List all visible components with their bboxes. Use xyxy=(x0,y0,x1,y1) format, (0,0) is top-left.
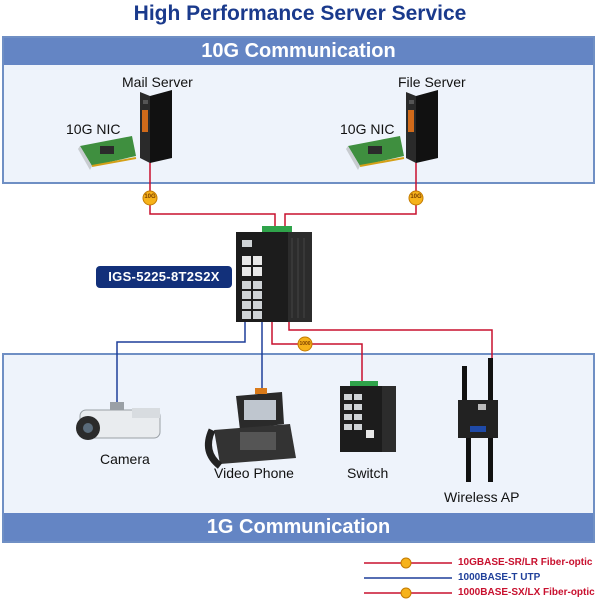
fiber-links xyxy=(149,158,493,385)
legend-lines xyxy=(364,557,452,599)
legend-1000base-t-text: 1000BASE-T UTP xyxy=(458,572,541,583)
utp-links xyxy=(116,322,263,405)
camera-label: Camera xyxy=(100,451,150,467)
badge-10g-mail xyxy=(142,190,158,206)
badge-1g-switch xyxy=(297,336,313,352)
file-nic-icon xyxy=(346,136,405,170)
mail-server-icon xyxy=(140,90,172,163)
edge-switch-icon xyxy=(340,381,396,452)
mail-nic-icon xyxy=(78,136,137,170)
camera-link xyxy=(116,322,246,405)
file-server-link xyxy=(284,158,417,228)
legend-1000base-sx-text: 1000BASE-SX/LX Fiber-optic xyxy=(458,587,595,598)
camera-icon xyxy=(76,402,161,440)
file-server-label: File Server xyxy=(398,74,466,90)
video-phone-label: Video Phone xyxy=(214,465,294,481)
page-title: High Performance Server Service xyxy=(133,2,467,25)
core-switch-icon xyxy=(236,226,312,322)
ap-fiber-link xyxy=(288,322,493,358)
switch-label: Switch xyxy=(347,465,389,481)
badge-1g-switch-label: 1000 xyxy=(299,341,311,347)
bottom-panel xyxy=(2,353,595,543)
mail-nic-label: 10G NIC xyxy=(66,121,121,137)
switch-fiber-link xyxy=(271,322,363,385)
mail-server-link xyxy=(149,158,276,228)
wireless-ap-icon xyxy=(458,358,498,482)
legend-10gbase-text: 10GBASE-SR/LR Fiber-optic xyxy=(458,557,593,568)
badge-10g-file xyxy=(408,190,424,206)
core-switch-model: IGS-5225-8T2S2X xyxy=(96,266,232,288)
bottom-panel-header: 1G Communication xyxy=(4,513,593,541)
wireless-ap-label: Wireless AP xyxy=(444,489,520,505)
video-phone-icon xyxy=(204,388,296,469)
badge-10g-mail-label: 10G xyxy=(144,194,156,200)
badge-10g-file-label: 10G xyxy=(410,194,422,200)
file-server-icon xyxy=(406,90,438,163)
file-nic-label: 10G NIC xyxy=(340,121,395,137)
top-panel-header: 10G Communication xyxy=(4,38,593,65)
mail-server-label: Mail Server xyxy=(122,74,193,90)
